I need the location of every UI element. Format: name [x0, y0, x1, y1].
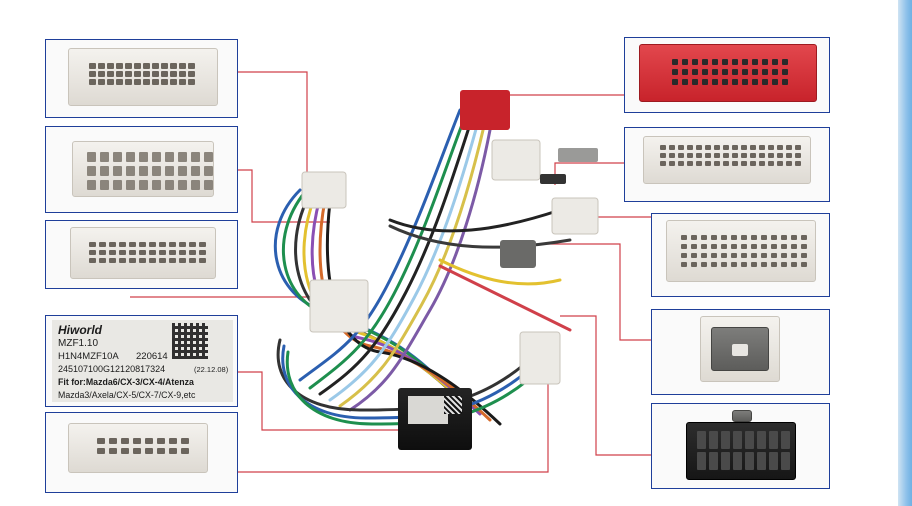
leader-line-9: [540, 243, 651, 341]
label-date-code: 220614: [136, 351, 168, 362]
label-part-no: H1N4MZF10A: [58, 351, 119, 362]
wiring-harness-illustration: [273, 90, 599, 426]
qr-code-icon: [172, 323, 208, 359]
connector-photo-right-2: [624, 127, 830, 202]
interface-module: [398, 388, 472, 450]
connector-photo-right-5: [651, 403, 830, 489]
right-edge-accent: [898, 0, 912, 506]
label-model: MZF1.10: [58, 338, 99, 349]
leader-line-4: [238, 371, 400, 431]
connector-photo-left-3: [45, 220, 238, 289]
connector-photo-right-1: [624, 37, 830, 113]
leader-line-2: [238, 169, 330, 223]
connector-photo-right-4: [651, 309, 830, 395]
connector-photo-right-3: [651, 213, 830, 297]
module-label-photo: Hiworld MZF1.10 H1N4MZF10A 220614 245107…: [45, 315, 238, 407]
label-brand: Hiworld: [58, 323, 102, 337]
connector-photo-left-1: [45, 39, 238, 118]
connector-photo-left-2: [45, 126, 238, 213]
label-fit-line-1: Fit for:Mazda6/CX-3/CX-4/Atenza: [58, 377, 194, 387]
label-serial: 245107100G12120817324: [58, 364, 166, 374]
leader-line-5: [238, 380, 549, 473]
label-batch: (22.12.08): [194, 365, 229, 374]
label-fit-line-2: Mazda3/Axela/CX-5/CX-7/CX-9,etc: [58, 390, 196, 400]
connector-photo-left-5: [45, 412, 238, 493]
harness-connectors: [301, 90, 599, 385]
leader-line-10: [560, 315, 651, 456]
leader-line-1: [238, 71, 308, 178]
